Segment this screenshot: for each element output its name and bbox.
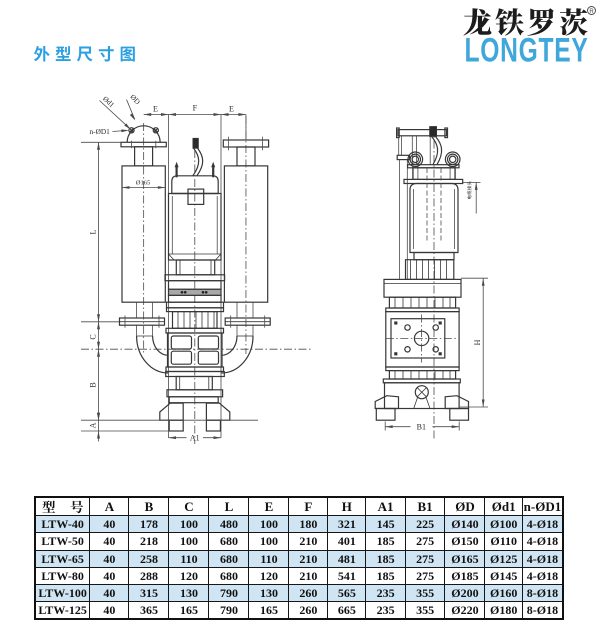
- svg-text:B: B: [89, 382, 98, 387]
- svg-text:Ø165: Ø165: [136, 180, 150, 187]
- svg-text:E: E: [229, 105, 234, 114]
- svg-text:n-ØD1: n-ØD1: [90, 127, 111, 136]
- svg-text:H: H: [473, 339, 482, 345]
- svg-text:L: L: [89, 229, 98, 234]
- svg-text:C: C: [89, 334, 98, 339]
- svg-text:LONGTEY: LONGTEY: [465, 32, 589, 70]
- svg-text:Ød1: Ød1: [101, 94, 117, 109]
- svg-text:E: E: [153, 105, 158, 114]
- svg-text:A1: A1: [190, 434, 200, 443]
- svg-text:B1: B1: [417, 423, 426, 432]
- svg-text:R: R: [589, 9, 594, 15]
- svg-text:ØD: ØD: [128, 92, 142, 106]
- svg-text:A: A: [89, 422, 98, 428]
- svg-text:F: F: [193, 104, 198, 113]
